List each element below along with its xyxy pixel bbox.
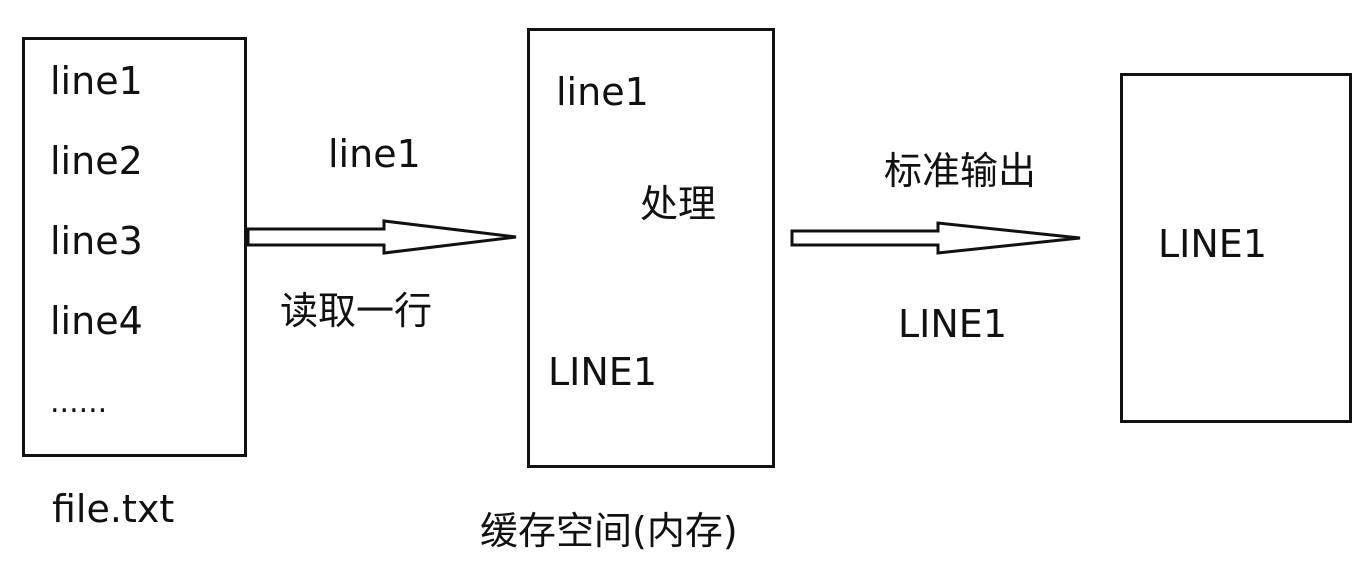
- file-line-2: line2: [50, 139, 143, 183]
- buffer-input: line1: [556, 70, 649, 114]
- stdout-box: [1120, 73, 1352, 423]
- stdout-top-label: 标准输出: [884, 149, 1037, 193]
- read-bottom-label: 读取一行: [280, 289, 433, 333]
- read-top-label: line1: [328, 132, 421, 176]
- file-line-ellipsis: ......: [50, 385, 108, 420]
- file-line-3: line3: [50, 219, 143, 263]
- buffer-box: [527, 28, 775, 468]
- stdout-content: LINE1: [1158, 222, 1267, 266]
- file-box: [22, 37, 247, 457]
- stdout-arrow: [790, 221, 1081, 255]
- buffer-caption: 缓存空间(内存): [480, 509, 738, 553]
- file-line-4: line4: [50, 299, 143, 343]
- file-caption: file.txt: [52, 487, 175, 531]
- buffer-output: LINE1: [548, 350, 657, 394]
- process-label: 处理: [640, 182, 717, 226]
- file-line-1: line1: [50, 59, 143, 103]
- stdout-bottom-label: LINE1: [898, 302, 1007, 346]
- read-arrow: [246, 219, 517, 255]
